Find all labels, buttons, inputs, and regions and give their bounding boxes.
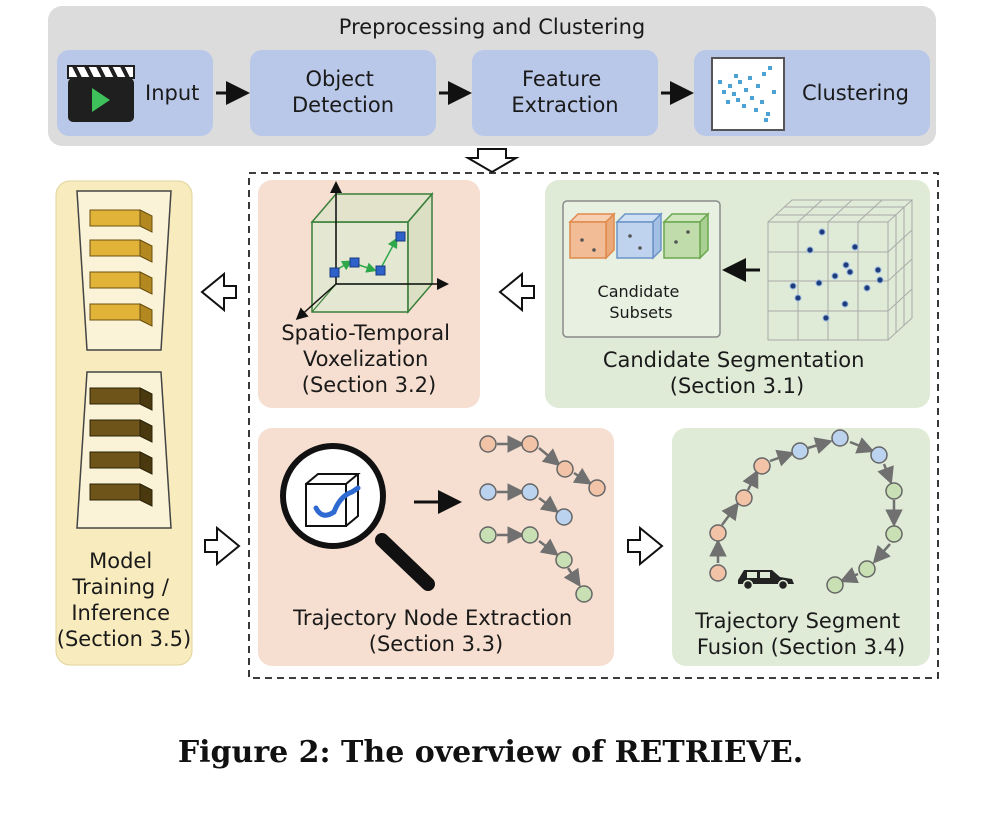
voxelization-line2: Voxelization [303, 347, 428, 371]
voxelization-label: Spatio-Temporal Voxelization (Section 3.… [281, 321, 456, 397]
hollow-left-arrow-1 [498, 271, 535, 313]
model-line1: Model [89, 549, 152, 573]
feature-extraction-box [472, 50, 658, 136]
segment-fusion-line1: Trajectory Segment [694, 609, 900, 633]
feature-extraction-line2: Extraction [511, 93, 618, 117]
node-extraction-label: Trajectory Node Extraction (Section 3.3) [292, 606, 579, 656]
candidate-subsets-label: Candidate Subsets [598, 282, 685, 322]
layers-dark-icon [76, 371, 172, 529]
trajectory-node-chains [479, 435, 606, 603]
voxel-grid-cube-icon [767, 199, 914, 341]
figure-caption: Figure 2: The overview of RETRIEVE. [177, 735, 804, 770]
model-label: Model Training / Inference (Section 3.5) [57, 549, 191, 651]
object-detection-box [250, 50, 436, 136]
preprocessing-title: Preprocessing and Clustering [339, 15, 645, 39]
model-line3: Inference [71, 601, 170, 625]
model-line2: Training / [71, 575, 170, 599]
retrieve-overview-diagram: Preprocessing and Clustering Input Objec… [48, 6, 939, 679]
video-clapper-icon [67, 65, 135, 122]
node-extraction-line1: Trajectory Node Extraction [292, 606, 572, 630]
voxel-points [789, 228, 884, 322]
segment-fusion-label: Trajectory Segment Fusion (Section 3.4) [694, 609, 907, 659]
candidate-subset-cubes-icon [568, 212, 710, 260]
voxel-cube-3d-icon [295, 181, 449, 321]
model-line4: (Section 3.5) [57, 627, 191, 651]
node-extraction-line2: (Section 3.3) [369, 632, 503, 656]
cluster-scatter-icon [711, 57, 785, 131]
candidate-segmentation-line2: (Section 3.1) [670, 374, 804, 398]
car-icon [738, 570, 794, 591]
hollow-down-arrow [464, 148, 520, 174]
layers-light-icon [76, 190, 172, 351]
candidate-segmentation-label: Candidate Segmentation (Section 3.1) [603, 348, 871, 398]
voxelization-line1: Spatio-Temporal [281, 321, 450, 345]
object-detection-line1: Object [305, 67, 373, 91]
object-detection-label: Object Detection [292, 67, 394, 117]
hollow-right-arrow-1 [627, 525, 664, 567]
hollow-left-arrow-2 [200, 271, 237, 313]
candidate-subsets-line2: Subsets [609, 303, 672, 322]
voxelization-line3: (Section 3.2) [302, 373, 436, 397]
hollow-right-arrow-2 [204, 525, 241, 567]
clustering-label: Clustering [802, 81, 909, 105]
candidate-segmentation-line1: Candidate Segmentation [603, 348, 865, 372]
object-detection-line2: Detection [292, 93, 394, 117]
fused-trajectory-chain [709, 429, 903, 594]
dashed-pipeline-region [248, 172, 939, 679]
feature-extraction-line1: Feature [522, 67, 601, 91]
segment-fusion-line2: Fusion (Section 3.4) [697, 635, 905, 659]
feature-extraction-label: Feature Extraction [511, 67, 618, 117]
input-label: Input [145, 81, 199, 105]
magnifier-icon [280, 443, 435, 591]
candidate-subsets-line1: Candidate [598, 282, 680, 301]
segment-fusion-box [672, 428, 930, 666]
